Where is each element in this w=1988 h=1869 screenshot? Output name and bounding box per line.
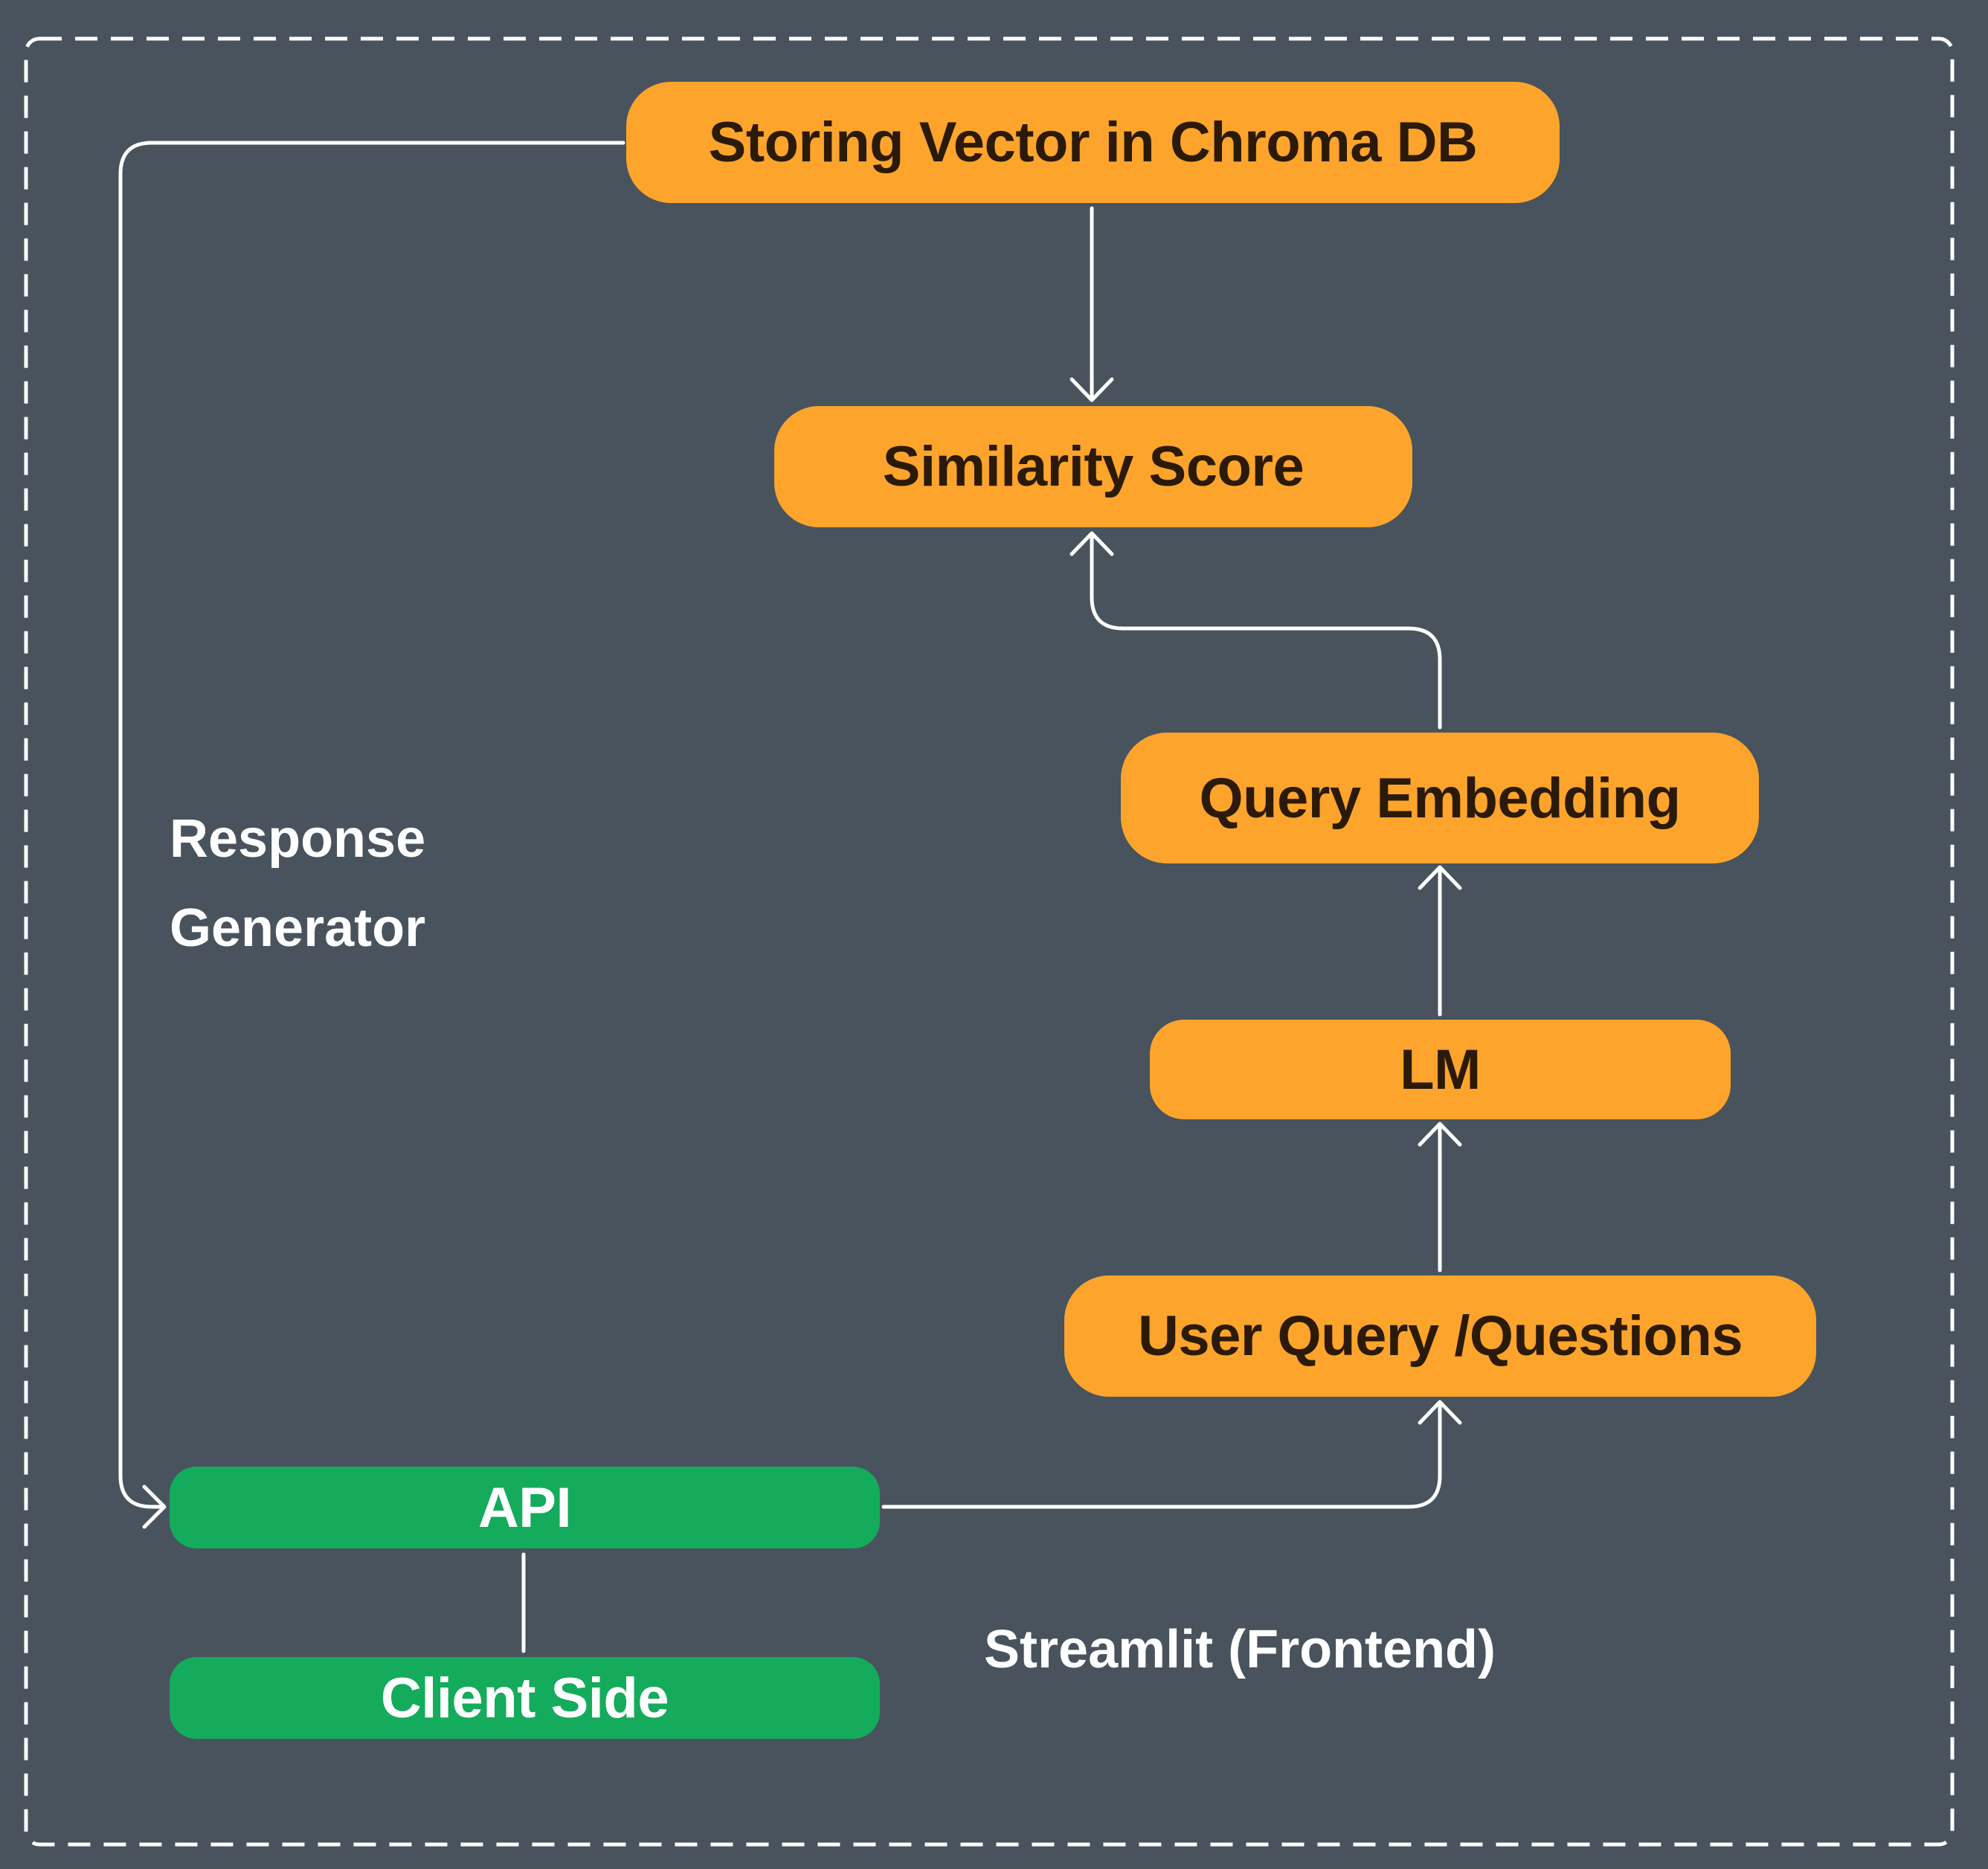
similarity-score-node: Similarity Score <box>774 406 1412 527</box>
storing-vector-node: Storing Vector in Chroma DB <box>626 82 1560 203</box>
arrowhead-userquery <box>1418 1400 1462 1425</box>
lm-node: LM <box>1150 1020 1731 1119</box>
arrowhead-lm <box>1418 1122 1462 1147</box>
arrowhead-api <box>142 1484 167 1529</box>
response-generator-label-line2: Generator <box>170 898 426 958</box>
response-generator-label-line1: Response <box>170 809 426 869</box>
api-node: API <box>170 1467 880 1548</box>
arrowhead-embedding <box>1418 865 1462 890</box>
dashed-frame <box>24 36 1955 1847</box>
arrowhead-similarity-top <box>1069 377 1114 402</box>
client-side-node: Client Side <box>170 1657 880 1739</box>
edge-storing-to-api <box>118 141 625 1509</box>
user-query-node: User Query /Questions <box>1064 1276 1816 1397</box>
arrowhead-similarity-bottom <box>1069 531 1114 556</box>
edge-embedding-to-similarity <box>1090 532 1442 730</box>
query-embedding-node: Query Embedding <box>1121 733 1759 863</box>
streamlit-frontend-label: Streamlit (Frontend) <box>984 1620 1496 1679</box>
edge-api-to-userquery <box>881 1400 1442 1509</box>
